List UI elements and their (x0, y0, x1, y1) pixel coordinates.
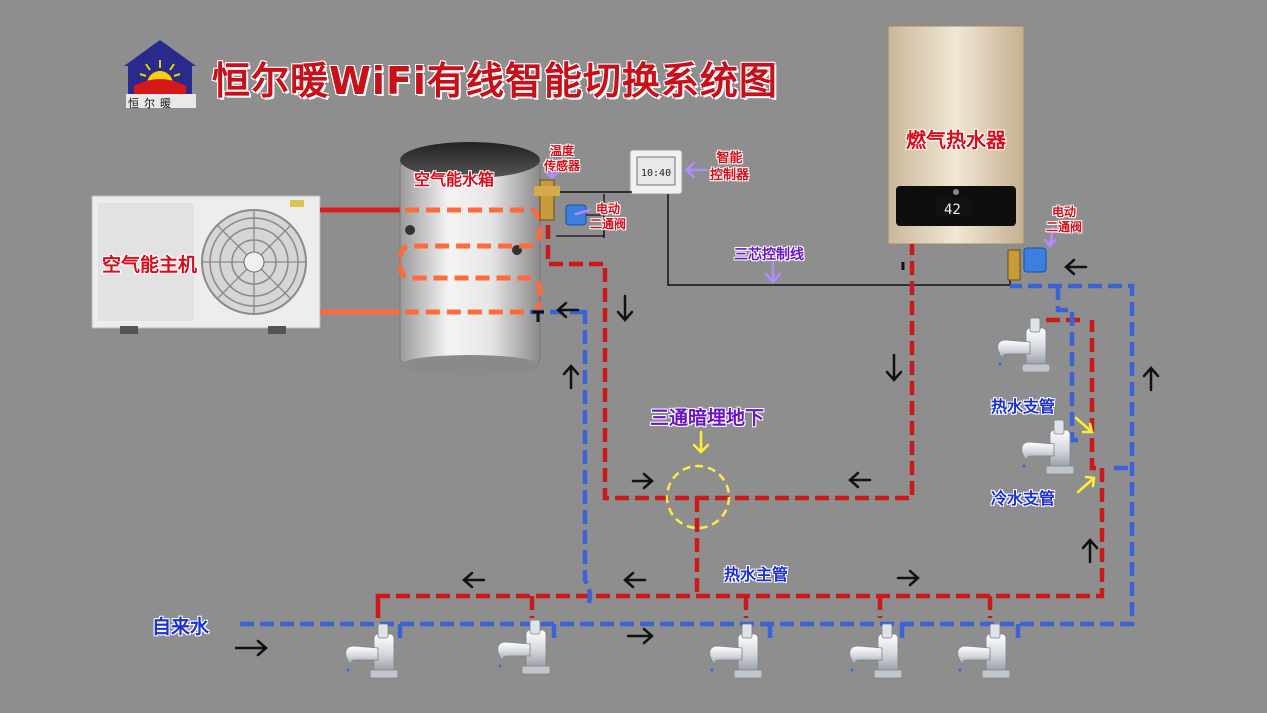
house-logo-icon (124, 40, 196, 108)
valve-right-label: 电动二通阀 (1046, 205, 1083, 234)
control-wire-label: 三芯控制线 (734, 247, 804, 263)
tee-junction (665, 464, 731, 530)
arrow-icon (1142, 366, 1160, 392)
controller-display: 10:40 (641, 168, 671, 179)
faucet-icon (497, 619, 551, 675)
arrow-icon (896, 569, 920, 587)
gas-heater-label: 燃气热水器 (906, 128, 1006, 152)
cold-branch-label: 冷水支管 (991, 489, 1056, 508)
arrow-icon (631, 472, 654, 490)
flow-arrows (234, 258, 1160, 657)
faucet-icon (345, 623, 399, 679)
faucet-icon (997, 317, 1051, 373)
heat-pump-label: 空气能主机 (102, 254, 198, 276)
gas-display: 42 (944, 202, 961, 218)
gas-water-heater (887, 25, 1025, 245)
tap-water-label: 自来水 (152, 616, 210, 638)
tank-label: 空气能水箱 (414, 170, 495, 189)
hot-main-label: 热水主管 (724, 565, 789, 584)
arrow-icon (885, 353, 903, 382)
arrow-icon (234, 639, 268, 657)
cold-pipe-network (240, 283, 1135, 644)
arrow-icon (1081, 538, 1099, 564)
hot-branch-label: 热水支管 (991, 397, 1056, 416)
arrow-icon (562, 364, 580, 390)
controller-label: 智能控制器 (710, 151, 750, 183)
valve-icon (534, 179, 587, 226)
faucet-icon (709, 623, 763, 679)
valve-left-label: 电动二通阀 (590, 202, 627, 231)
arrow-icon (1064, 258, 1088, 276)
annotation-arrows-yellow (692, 416, 1096, 494)
logo-text: 恒尔暖 (128, 97, 176, 110)
temp-sensor-label: 温度传感器 (544, 144, 581, 173)
fan-icon (201, 209, 307, 315)
arrow-icon (556, 301, 580, 319)
tee-buried-label: 三通暗埋地下 (650, 407, 765, 429)
annotation-arrows-purple (544, 161, 1057, 284)
thermostat-icon (629, 149, 683, 195)
valve-icon (1007, 247, 1047, 281)
arrow-icon (623, 571, 647, 589)
arrow-icon (616, 294, 634, 322)
faucet-icon (1021, 419, 1075, 475)
hot-pipe-network (375, 225, 1105, 618)
arrow-icon (462, 571, 486, 589)
arrow-icon (848, 471, 872, 489)
faucet-icon (849, 623, 903, 679)
page-title: 恒尔暖WiFi有线智能切换系统图 (212, 59, 778, 103)
faucet-icon (957, 623, 1011, 679)
arrow-icon (626, 627, 654, 645)
